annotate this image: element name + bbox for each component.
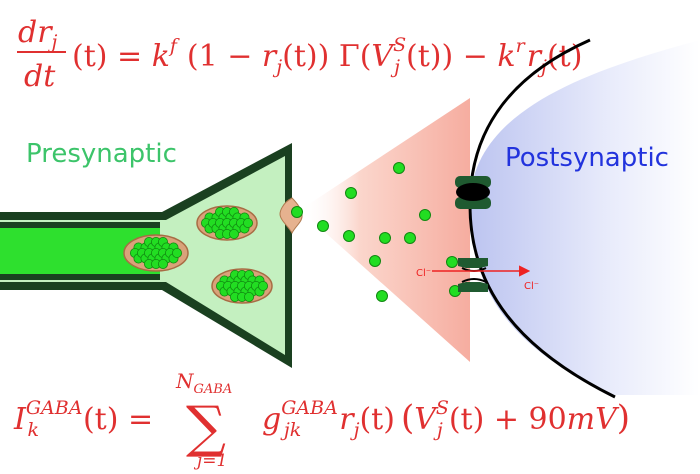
diffusion-cone bbox=[300, 98, 470, 362]
free-transmitters bbox=[291, 162, 461, 302]
vesicle-transmitter bbox=[243, 291, 254, 302]
postsynaptic-label: Postsynaptic bbox=[505, 143, 669, 173]
sum-lower-limit: j=1 bbox=[193, 451, 227, 471]
vesicle-transmitter bbox=[157, 258, 168, 269]
receptor-closed bbox=[455, 176, 491, 209]
chloride-label-inside: Cl⁻ bbox=[524, 281, 539, 292]
vesicle-transmitter bbox=[257, 280, 268, 291]
vesicle-transmitter bbox=[171, 247, 182, 258]
presynaptic-label: Presynaptic bbox=[26, 139, 177, 169]
sum-symbol: ∑ bbox=[186, 395, 226, 460]
frac-denominator: dt bbox=[24, 59, 56, 94]
sum-upper-limit: NGABA bbox=[175, 369, 232, 397]
vesicle-transmitter bbox=[228, 228, 239, 239]
postsynaptic-region bbox=[470, 40, 700, 395]
vesicle-transmitter bbox=[242, 217, 253, 228]
receptor-open bbox=[458, 258, 488, 292]
frac-numerator: drj bbox=[18, 15, 58, 53]
chloride-label-outside: Cl⁻ bbox=[416, 268, 431, 279]
axon-core bbox=[0, 228, 160, 274]
packaged-transmitters bbox=[129, 206, 268, 302]
